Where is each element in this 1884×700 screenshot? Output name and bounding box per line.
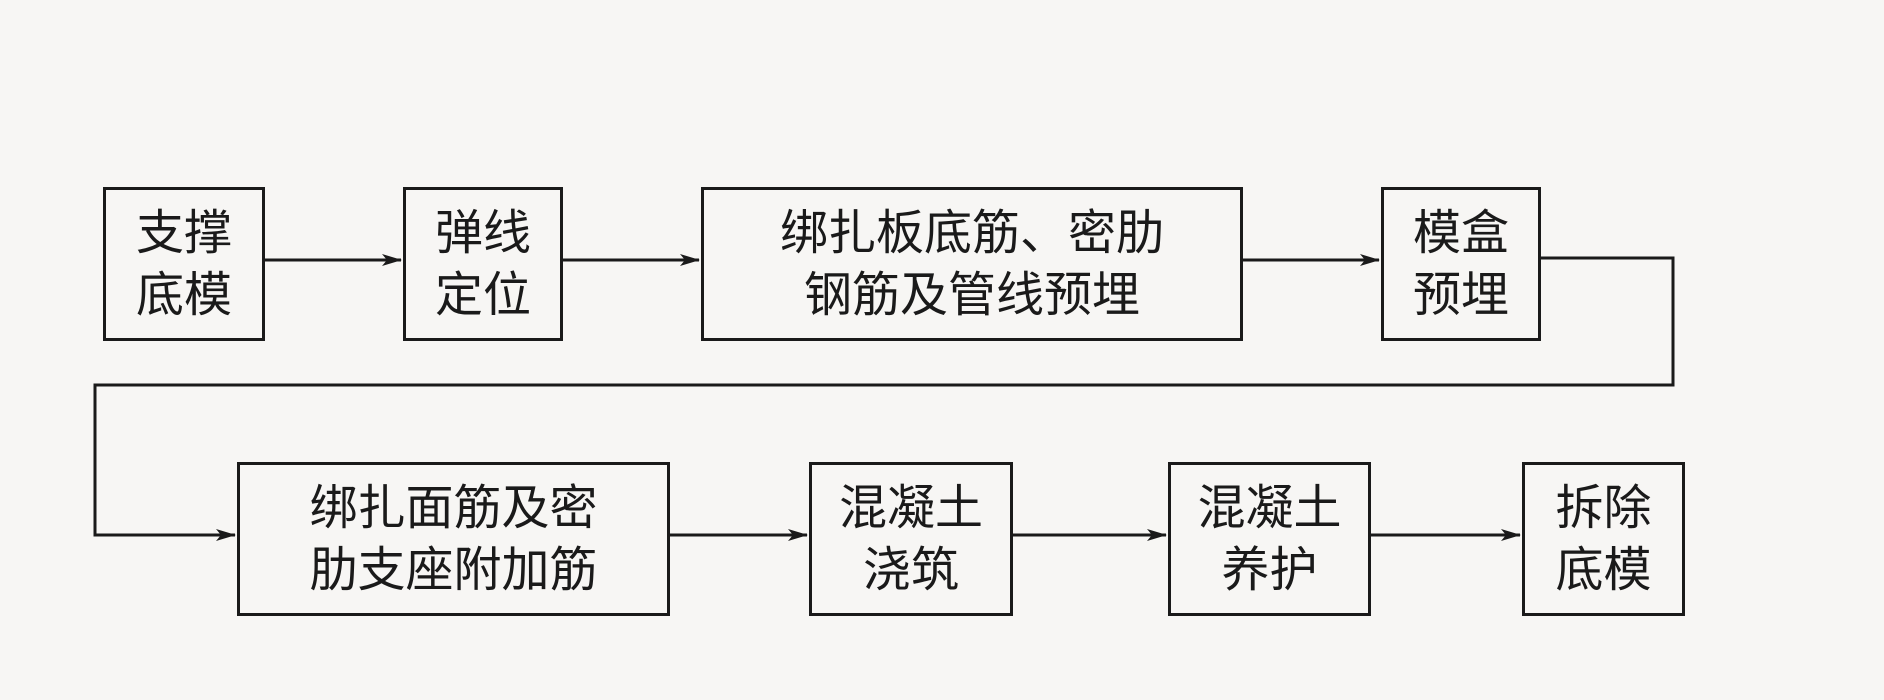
step-text-line2: 预埋 [1412, 267, 1509, 323]
step-text-line2: 底模 [135, 267, 232, 323]
step-text-line2: 钢筋及管线预埋 [803, 267, 1140, 323]
step-text-line2: 浇筑 [862, 542, 959, 598]
step-box-concrete-pouring: 混凝土 浇筑 [809, 462, 1013, 616]
step-text-line1: 绑扎板底筋、密肋 [779, 205, 1164, 261]
step-text-line1: 绑扎面筋及密 [309, 480, 598, 536]
step-text-line1: 模盒 [1412, 205, 1509, 261]
step-text-line2: 定位 [434, 267, 531, 323]
step-box-concrete-curing: 混凝土 养护 [1168, 462, 1371, 616]
step-text-line1: 拆除 [1555, 480, 1652, 536]
step-text-line2: 养护 [1221, 542, 1318, 598]
step-text-line1: 混凝土 [1197, 480, 1342, 536]
step-text-line1: 混凝土 [838, 480, 983, 536]
step-box-mold-box-embedding: 模盒 预埋 [1381, 187, 1541, 341]
step-text-line1: 弹线 [434, 205, 531, 261]
step-box-remove-formwork: 拆除 底模 [1522, 462, 1685, 616]
step-box-support-formwork: 支撑 底模 [103, 187, 265, 341]
step-text-line2: 底模 [1555, 542, 1652, 598]
step-box-top-rebar: 绑扎面筋及密 肋支座附加筋 [237, 462, 670, 616]
step-text-line1: 支撑 [135, 205, 232, 261]
step-box-layout-positioning: 弹线 定位 [403, 187, 563, 341]
wrap-connector [93, 256, 1675, 541]
step-box-bottom-rebar-pipes: 绑扎板底筋、密肋 钢筋及管线预埋 [701, 187, 1243, 341]
step-text-line2: 肋支座附加筋 [309, 542, 598, 598]
